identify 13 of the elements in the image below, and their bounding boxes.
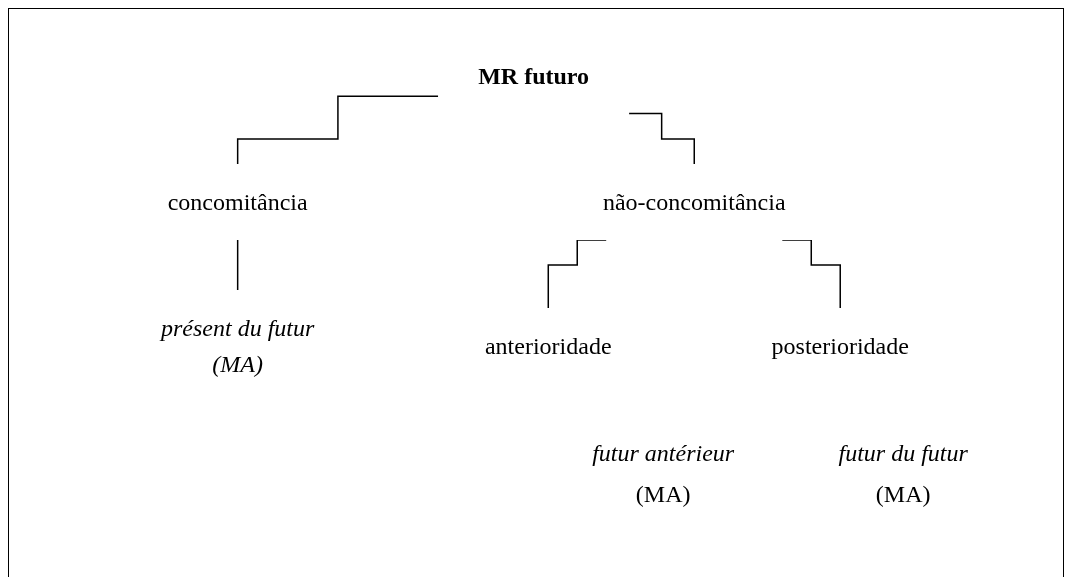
connector	[628, 112, 696, 165]
tense-label: futur du futur	[838, 440, 968, 467]
node-text: présent du futur (MA)	[161, 315, 315, 377]
node-text: não-concomitância	[603, 189, 786, 215]
aspect-label: (MA)	[875, 481, 931, 508]
tense-label: futur antérieur	[592, 440, 735, 467]
node-text: concomitância	[167, 189, 308, 215]
aspect-label: (MA)	[635, 481, 691, 508]
connector	[237, 95, 439, 165]
node-text: posterioridade	[771, 333, 909, 359]
node-text: anterioridade	[485, 333, 612, 359]
node-text: MR futuro	[478, 63, 590, 89]
connector	[237, 239, 239, 291]
